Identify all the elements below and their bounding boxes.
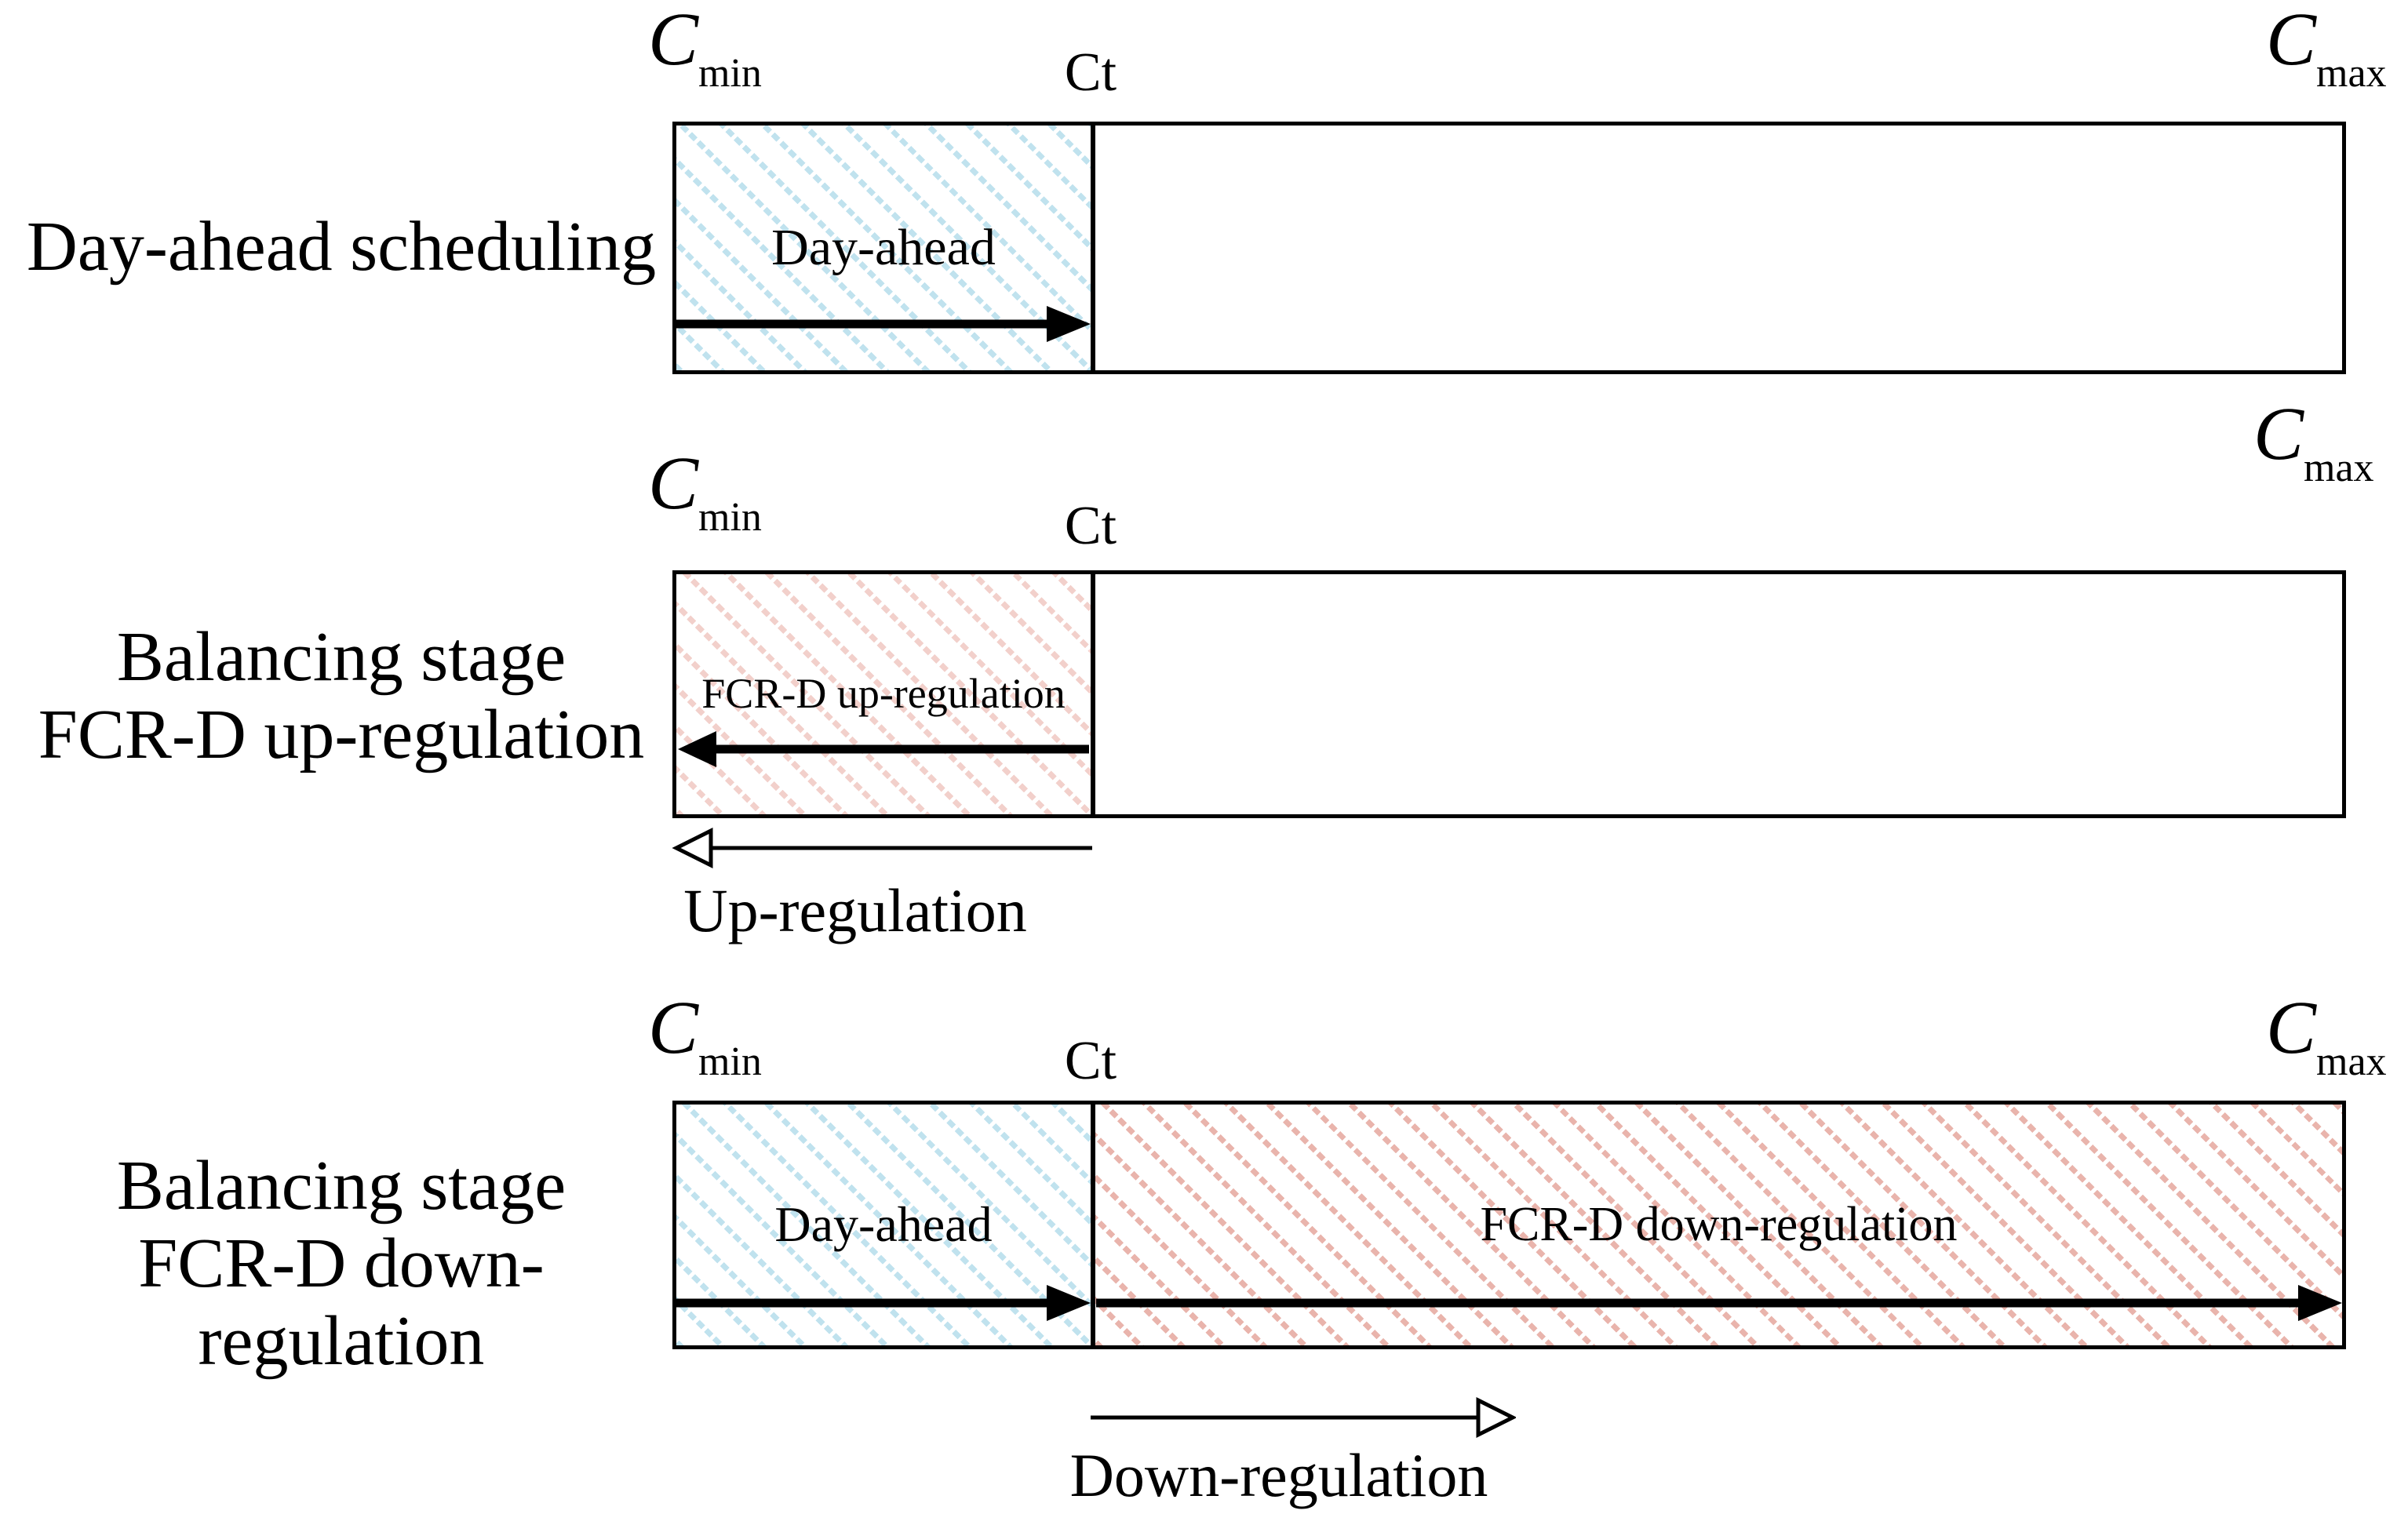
- fcrd-down-segment-label: FCR-D down-regulation: [1480, 1198, 1958, 1252]
- stage-label-fcrd-up: Balancing stage FCR-D up-regulation: [16, 618, 667, 773]
- cmin-sub: min: [698, 51, 762, 96]
- cmin-label-row2: Cmin: [648, 446, 762, 538]
- cmin-sub: min: [698, 1039, 762, 1084]
- up-regulation-label: Up-regulation: [683, 876, 1027, 944]
- cmin-label-row1: Cmin: [648, 2, 762, 94]
- cmax-base: C: [2266, 985, 2317, 1069]
- cmax-label-row1: Cmax: [2266, 2, 2387, 94]
- fcrd-up-segment-label: FCR-D up-regulation: [701, 670, 1066, 718]
- fcrd-up-discharge-arrow-icon: [678, 731, 1089, 767]
- cmax-sub: max: [2316, 51, 2387, 96]
- cmax-label-row2: Cmax: [2253, 396, 2374, 489]
- down-regulation-direction-arrow-icon: [1091, 1396, 1516, 1439]
- day-ahead-charge-arrow-icon: [674, 306, 1091, 342]
- day-ahead-segment-label: Day-ahead: [774, 1196, 993, 1253]
- stage-label-line: FCR-D up-regulation: [38, 696, 645, 773]
- capacity-bar-day-ahead: Day-ahead: [672, 122, 2346, 374]
- cmax-sub: max: [2316, 1039, 2387, 1084]
- stage-label-line: Balancing stage: [116, 618, 566, 696]
- cmax-label-row3: Cmax: [2266, 990, 2387, 1083]
- ct-label-row1: Ct: [1064, 42, 1117, 103]
- cmax-base: C: [2253, 391, 2304, 475]
- cmin-base: C: [648, 0, 699, 81]
- up-regulation-direction-arrow-icon: [672, 827, 1092, 869]
- ct-label-row3: Ct: [1064, 1031, 1117, 1091]
- day-ahead-charge-arrow-row3-icon: [674, 1285, 1091, 1321]
- capacity-bar-fcrd-up: FCR-D up-regulation: [672, 570, 2346, 818]
- cmin-sub: min: [698, 495, 762, 540]
- down-regulation-label: Down-regulation: [1069, 1441, 1488, 1509]
- cmin-base: C: [648, 985, 699, 1069]
- fcrd-up-segment: FCR-D up-regulation: [676, 574, 1095, 814]
- stage-label-fcrd-down: Balancing stage FCR-D down-regulation: [16, 1147, 667, 1380]
- fcrd-down-charge-arrow-icon: [1096, 1285, 2342, 1321]
- cmin-base: C: [648, 441, 699, 525]
- stage-label-line: Day-ahead scheduling: [26, 208, 657, 286]
- cmax-base: C: [2266, 0, 2317, 81]
- cmin-label-row3: Cmin: [648, 990, 762, 1083]
- cmax-sub: max: [2304, 446, 2374, 490]
- stage-label-line: Balancing stage: [116, 1147, 566, 1225]
- day-ahead-segment: Day-ahead: [676, 126, 1095, 370]
- stage-label-day-ahead-scheduling: Day-ahead scheduling: [16, 208, 667, 286]
- ct-label-row2: Ct: [1064, 496, 1117, 556]
- day-ahead-segment-label: Day-ahead: [771, 218, 996, 276]
- stage-label-line: FCR-D down-regulation: [138, 1225, 545, 1380]
